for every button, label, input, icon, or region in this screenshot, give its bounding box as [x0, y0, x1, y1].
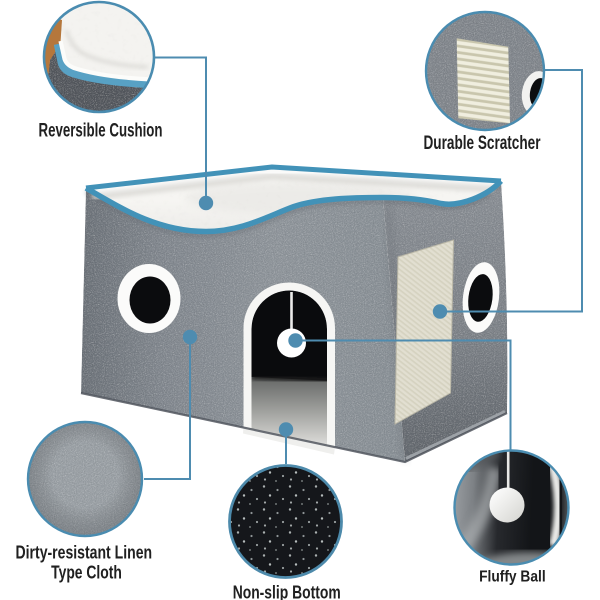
svg-text:Fluffy Ball: Fluffy Ball [479, 568, 546, 585]
svg-text:Durable Scratcher: Durable Scratcher [424, 133, 541, 154]
svg-text:Non-slip Bottom: Non-slip Bottom [233, 581, 341, 600]
svg-text:Dirty-resistant Linen: Dirty-resistant Linen [16, 542, 153, 563]
svg-text:Reversible Cushion: Reversible Cushion [39, 120, 163, 142]
svg-text:Type Cloth: Type Cloth [51, 561, 122, 582]
